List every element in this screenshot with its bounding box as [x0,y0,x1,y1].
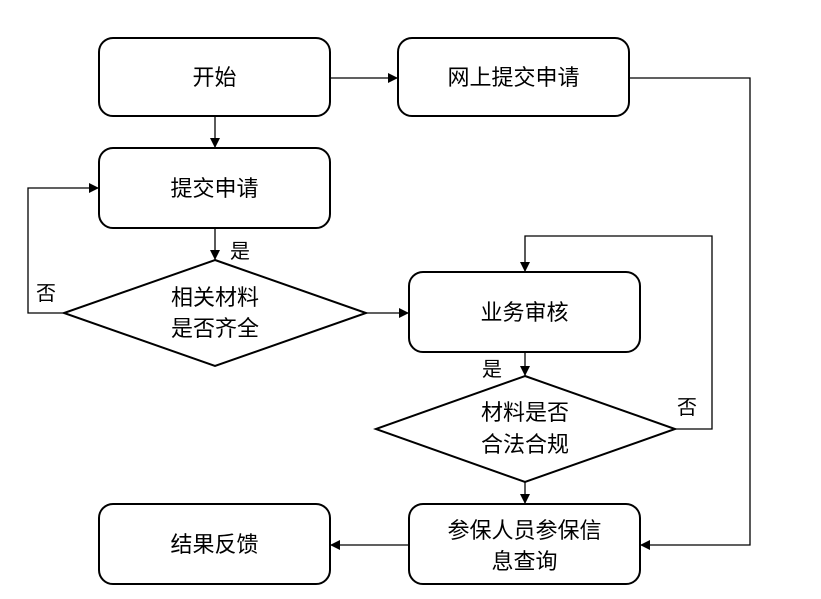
info-query-line2: 息查询 [491,550,557,575]
feedback-node: 结果反馈 [98,503,331,585]
business-review-node: 业务审核 [408,271,641,353]
legal-check-line1: 材料是否 [481,401,569,426]
materials-yes-label: 是 [230,239,250,263]
info-query-line1: 参保人员参保信 [447,519,601,544]
legal-no-label: 否 [677,395,697,419]
info-query-node: 参保人员参保信 息查询 [408,503,641,585]
submit-label: 提交申请 [170,177,258,202]
legal-check-line2: 合法合规 [481,433,569,458]
legal-check-decision: 材料是否 合法合规 [373,374,679,484]
start-node: 开始 [98,37,331,117]
legal-yes-label: 是 [482,357,502,381]
materials-check-line1: 相关材料 [171,286,259,311]
feedback-label: 结果反馈 [170,533,258,558]
edge-materials-no-loop [27,183,99,314]
submit-node: 提交申请 [98,147,331,229]
edge-legal-no-loop [520,235,713,430]
edge-online-submit-to-info-query [629,77,751,550]
online-submit-node: 网上提交申请 [397,37,630,117]
materials-check-decision: 相关材料 是否齐全 [60,258,370,368]
online-submit-label: 网上提交申请 [447,66,579,91]
materials-check-line2: 是否齐全 [171,317,259,342]
business-review-label: 业务审核 [480,301,568,326]
materials-no-label: 否 [36,281,56,305]
start-label: 开始 [192,66,236,91]
